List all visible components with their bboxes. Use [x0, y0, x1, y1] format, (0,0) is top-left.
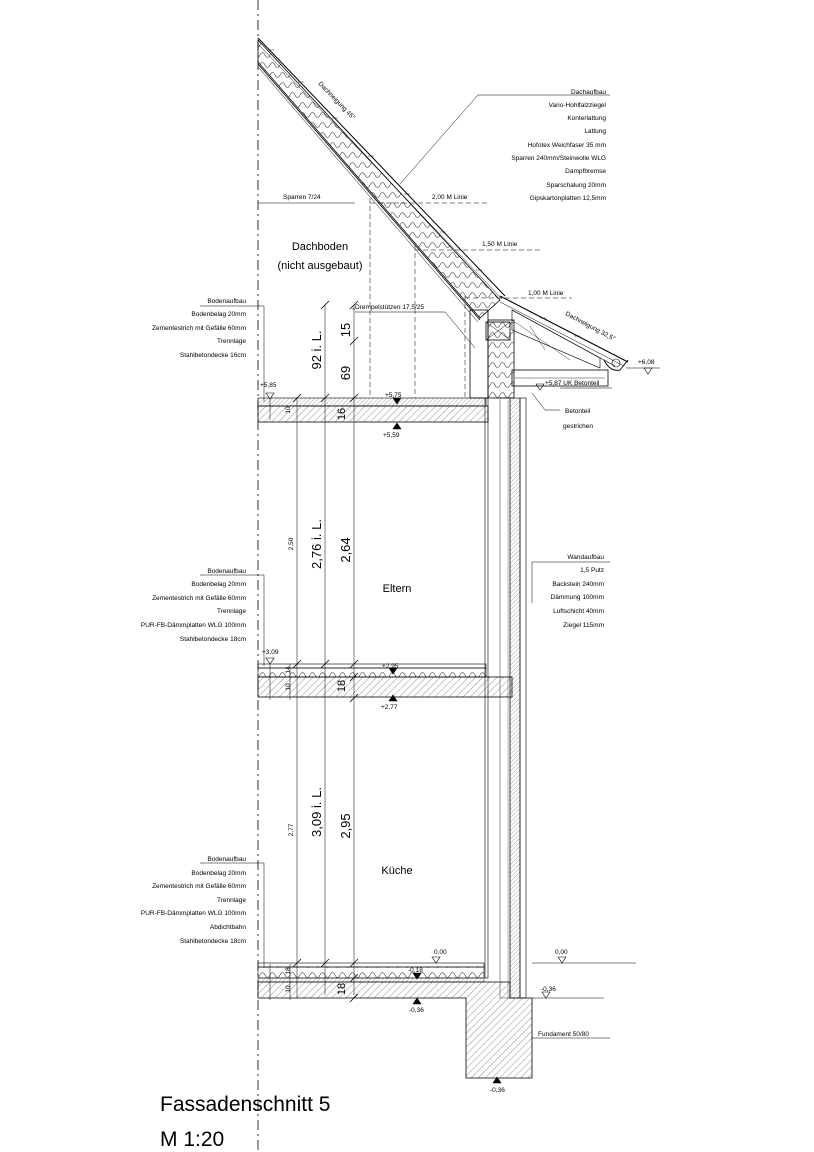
dim-ground-small: 10	[285, 985, 292, 993]
dim-ground-small: 18	[285, 967, 292, 975]
dim-upper-struct: 2,50	[288, 537, 295, 550]
slab-mid	[257, 663, 513, 698]
wall-layer: Backstein 240mm	[552, 581, 604, 588]
dim-mid-small: 10	[285, 683, 292, 691]
eaves-level: +6,08	[638, 359, 655, 366]
dim-upper-clear: 2,76 i. L.	[309, 519, 324, 569]
floor-ground-layer: Trennlage	[217, 897, 246, 904]
attic-note: (nicht ausgebaut)	[278, 260, 363, 272]
level-under-slab: -0,36	[409, 1007, 424, 1014]
floor-mid-layer: Bodenbelag 20mm	[191, 581, 246, 588]
level-ground-inside: 0,00	[434, 949, 447, 956]
concrete-label: Betonteil	[565, 408, 591, 415]
level-ground-outside: 0,00	[555, 949, 568, 956]
foundation-label: Fundament 50/80	[538, 1031, 589, 1038]
dim-kneewall-bottom: 69	[338, 366, 353, 380]
roof-layer: Lattung	[584, 128, 606, 135]
dimension-lines	[269, 300, 359, 1003]
floor-mid-layer: PUR-FB-Dämmplatten WLG 100mm	[141, 622, 246, 629]
slab-top	[257, 397, 489, 423]
roof-construction	[257, 37, 629, 399]
line-100-label: 1,00 M Linie	[528, 290, 564, 297]
knee-wall	[469, 309, 489, 399]
roof-leaders	[258, 94, 660, 411]
floor-mid-layer: Stahlbetondecke 18cm	[180, 636, 246, 643]
dim-kneewall-top: 15	[338, 323, 353, 337]
foundation	[257, 981, 533, 1079]
roof-pitch-lower: Dachneigung 32,5°	[564, 310, 617, 343]
wall-layer: Dämmung 100mm	[551, 594, 604, 601]
roof-layer: Gipskartonplatten 12,5mm	[530, 195, 606, 202]
wall-layer: Luftschicht 40mm	[553, 608, 604, 615]
kneewall-label: Drempelstützen 17,5/25	[355, 304, 424, 311]
floor-mid-layer: Zementestrich mit Gefälle 60mm	[152, 595, 246, 602]
level-mid-upper: +2,95	[382, 663, 399, 670]
concrete-note: gestrichen	[563, 423, 593, 430]
level-ground-slab: -0,18	[408, 967, 423, 974]
roof-layer: Hofotex Weichfaser 35 mm	[528, 142, 606, 149]
level-top-left: +5,85	[260, 382, 277, 389]
dim-top-small: 10	[285, 406, 292, 414]
floor-ground-layer: Bodenbelag 20mm	[191, 870, 246, 877]
lintel-level: +5,87 UK Betonteil	[545, 380, 600, 387]
dim-ground-slab: 18	[336, 983, 348, 995]
level-foundation: -0,36	[490, 1087, 505, 1094]
floor-ground-layer: Zementestrich mit Gefälle 60mm	[152, 883, 246, 890]
room-lower: Küche	[381, 865, 412, 877]
dim-lower-struct: 2,77	[288, 823, 295, 836]
wall-heading: Wandaufbau	[567, 554, 604, 561]
floor-ground-heading: Bodenaufbau	[207, 856, 246, 863]
drawing-scale: M 1:20	[160, 1128, 225, 1151]
floor-ground-layer: Stahlbetondecke 18cm	[180, 938, 246, 945]
dim-lower-clear: 3,09 i. L.	[309, 787, 324, 837]
attic-label: Dachboden	[292, 241, 348, 253]
wall-layer: Ziegel 115mm	[563, 622, 604, 629]
level-markers	[265, 367, 653, 1084]
floor-top-layer: Trennlage	[217, 338, 246, 345]
drawing-title: Fassadenschnitt 5	[160, 1093, 331, 1116]
floor-top-layer: Stahlbetondecke 16cm	[180, 352, 246, 359]
brick-layer	[509, 397, 521, 999]
level-mid-left: +3,09	[262, 649, 279, 656]
roof-layer: Konterlattung	[567, 115, 606, 122]
roof-layer: Sparren 240mm/Steinwolle WLG	[511, 155, 606, 162]
dim-kneewall-clear: 92 i. L.	[309, 330, 324, 369]
exterior-wall	[484, 397, 527, 999]
dim-upper-height: 2,64	[338, 537, 353, 562]
dim-mid-slab: 18	[336, 680, 348, 692]
level-ground-right: -0,36	[541, 986, 556, 993]
floor-ground-layer: PUR-FB-Dämmplatten WLG 100mm	[141, 910, 246, 917]
floor-mid-layer: Trennlage	[217, 608, 246, 615]
line-200-label: 2,00 M Linie	[432, 194, 468, 201]
level-top-lower: +5,59	[383, 432, 400, 439]
room-upper: Eltern	[383, 583, 412, 595]
floor-top-heading: Bodenaufbau	[207, 298, 246, 305]
rafter-label: Sparren 7/24	[283, 194, 321, 201]
roof-layer: Sparschalung 20mm	[546, 182, 606, 189]
annotation-leaders	[200, 305, 610, 1039]
dim-lower-height: 2,95	[338, 813, 353, 838]
floor-ground-layer: Abdichtbahn	[210, 924, 247, 931]
floor-top-layer: Zementestrich mit Gefälle 60mm	[152, 325, 246, 332]
level-mid-lower: +2,77	[381, 704, 398, 711]
roof-layer: Vario-Hohlfalzziegel	[549, 102, 607, 109]
line-150-label: 1,50 M Linie	[482, 241, 518, 248]
level-top-upper: +5,75	[385, 392, 402, 399]
dim-mid-small: 14	[285, 666, 292, 674]
dim-top-slab: 16	[336, 408, 348, 420]
roof-layer: Dampfbremse	[565, 168, 606, 175]
floor-top-layer: Bodenbelag 20mm	[191, 311, 246, 318]
wall-layer: 1,5 Putz	[580, 567, 604, 574]
slab-ground	[257, 962, 533, 1079]
roof-insulation	[257, 38, 501, 319]
floor-mid-heading: Bodenaufbau	[207, 568, 246, 575]
roof-heading: Dachaufbau	[571, 89, 606, 96]
